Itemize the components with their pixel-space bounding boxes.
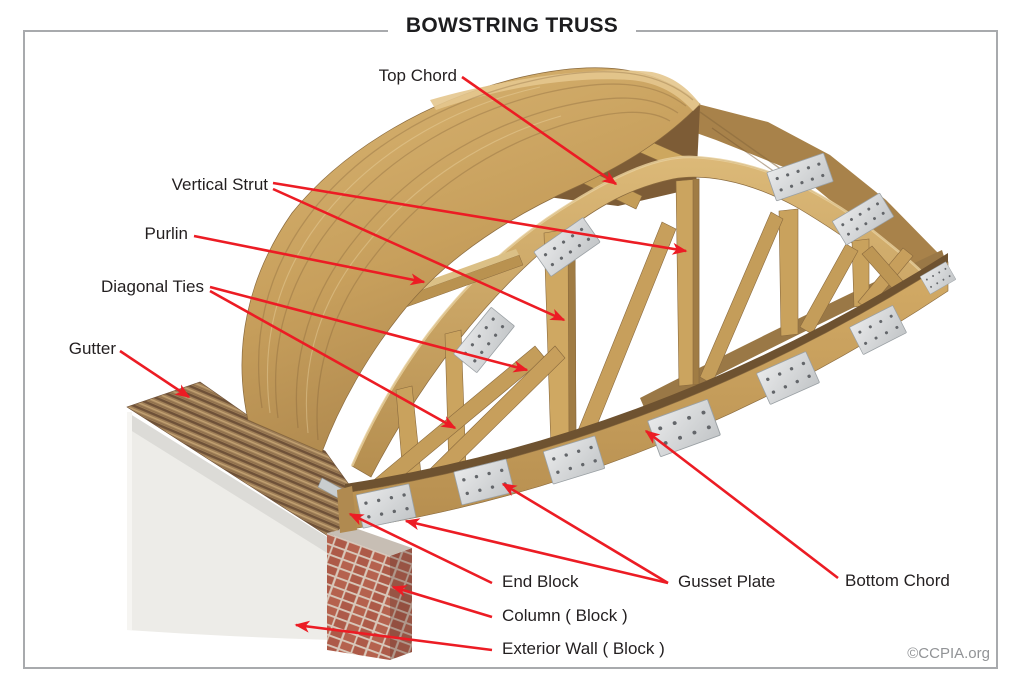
label-bottom-chord: Bottom Chord (845, 571, 950, 590)
arrow-vertical-strut (272, 181, 688, 255)
arrow-vertical-strut (272, 187, 566, 322)
label-top-chord: Top Chord (378, 66, 457, 85)
arrow-top-chord (461, 75, 618, 186)
label-gusset-plate: Gusset Plate (678, 572, 776, 591)
arrow-bottom-chord (644, 429, 839, 580)
label-purlin: Purlin (144, 224, 188, 243)
diagram-title-text: BOWSTRING TRUSS (387, 14, 637, 38)
label-column: Column ( Block ) (502, 606, 628, 625)
label-end-block: End Block (502, 572, 579, 591)
exterior-wall (127, 412, 332, 640)
brick-column (327, 527, 412, 660)
callout-arrows (119, 75, 839, 652)
arrow-diagonal-ties (209, 285, 529, 373)
arrow-diagonal-ties (209, 289, 457, 430)
label-vertical-strut: Vertical Strut (171, 175, 268, 194)
label-exterior-wall: Exterior Wall ( Block ) (502, 639, 665, 658)
copyright-credit: ©CCPIA.org (907, 645, 990, 662)
label-gutter: Gutter (68, 339, 116, 358)
arrow-gutter (119, 349, 191, 399)
arrow-purlin (193, 234, 426, 286)
arrow-exterior-wall (294, 620, 493, 652)
arrow-gusset-plate (404, 518, 669, 585)
arrow-gusset-plate (501, 482, 669, 585)
arrow-column (391, 585, 493, 619)
label-diagonal-ties: Diagonal Ties (100, 277, 204, 296)
arrow-end-block (348, 512, 493, 585)
diagram-title: BOWSTRING TRUSS (0, 14, 1024, 38)
